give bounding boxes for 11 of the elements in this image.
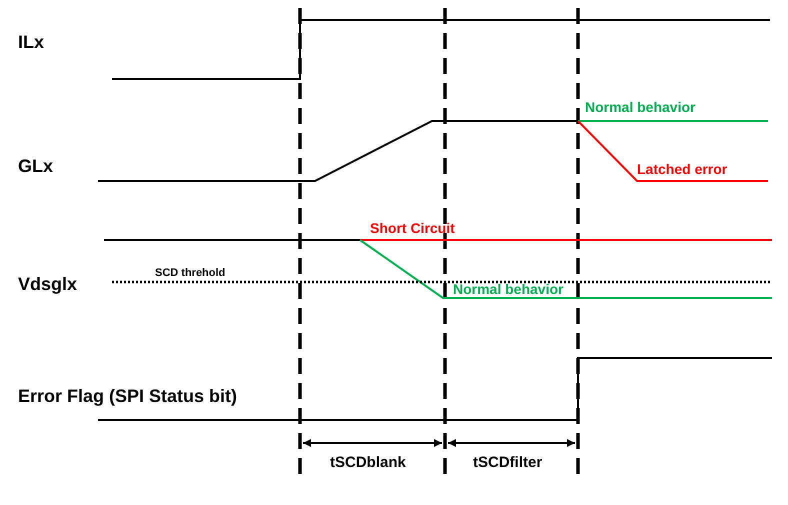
signal-label: Vdsglx bbox=[18, 275, 78, 295]
threshold-label: SCD threhold bbox=[155, 267, 226, 280]
signal-label: Error Flag (SPI Status bit) bbox=[18, 387, 238, 407]
dimension-label: tSCDblank bbox=[330, 455, 406, 472]
annotation-label: Latched error bbox=[637, 162, 728, 178]
annotation-label: Normal behavior bbox=[585, 100, 696, 116]
signal-label: ILx bbox=[18, 33, 44, 53]
annotation-label: Short Circuit bbox=[370, 221, 455, 236]
dimension-label: tSCDfilter bbox=[473, 455, 542, 472]
signal-label: GLx bbox=[18, 157, 54, 177]
annotation-label: Normal behavior bbox=[453, 282, 564, 298]
